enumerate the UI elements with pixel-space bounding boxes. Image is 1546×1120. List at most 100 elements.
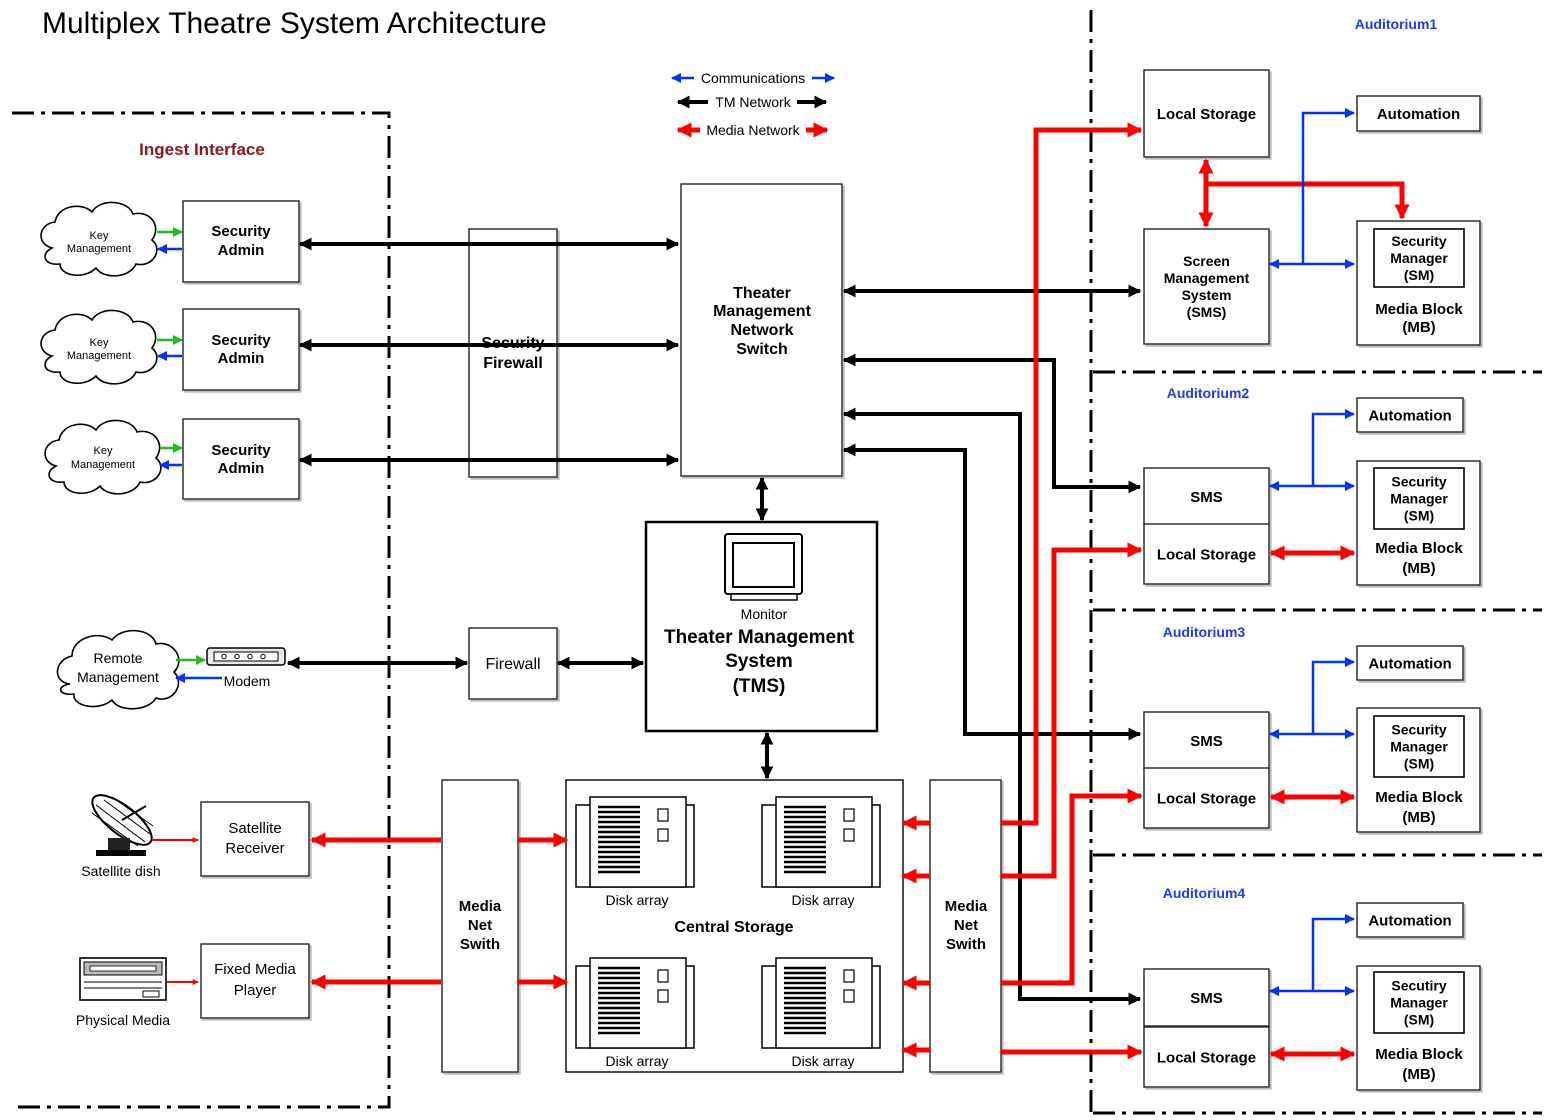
svg-text:Security: Security [211,332,271,349]
auditorium-title-1: Auditorium1 [1355,16,1438,32]
svg-text:Remote: Remote [93,650,142,666]
a3-local-storage: Local Storage [1143,767,1270,829]
svg-text:Net: Net [468,917,492,934]
security-admin-1: Security Admin [182,200,300,283]
svg-text:Firewall: Firewall [483,355,543,372]
disk-array-1: Disk array [575,796,695,908]
svg-text:System: System [725,651,793,672]
key-management-label-2-b: Management [67,350,131,362]
key-management-cloud-1: Key Management [40,201,158,277]
disk-array-label: Disk array [605,1053,668,1069]
a1-automation: Automation [1356,95,1481,132]
svg-text:Local Storage: Local Storage [1157,106,1256,123]
svg-text:(TMS): (TMS) [733,676,786,697]
svg-text:Switch: Switch [736,341,788,358]
tms-box: Monitor Theater Management System (TMS) [644,520,879,733]
a4-automation: Automation [1356,902,1464,938]
media-net-switch-left: Media Net Swith [441,779,519,1073]
svg-text:(MB): (MB) [1402,319,1435,336]
svg-text:SMS: SMS [1190,990,1223,1007]
satellite-dish-icon [91,794,154,856]
svg-text:SMS: SMS [1190,489,1223,506]
svg-text:(MB): (MB) [1402,809,1435,826]
svg-text:Secutiry: Secutiry [1391,977,1446,993]
svg-text:Net: Net [954,917,978,934]
svg-text:(SM): (SM) [1404,755,1434,771]
svg-text:Automation: Automation [1368,655,1451,672]
svg-text:Media Block: Media Block [1375,1046,1463,1063]
svg-text:Manager: Manager [1390,994,1448,1010]
svg-text:(SM): (SM) [1404,267,1434,283]
svg-text:Theater: Theater [733,285,791,302]
svg-text:Manager: Manager [1390,490,1448,506]
svg-text:Automation: Automation [1368,912,1451,929]
svg-text:(SM): (SM) [1404,507,1434,523]
svg-text:Management: Management [713,303,811,320]
communications-links [1269,108,1355,996]
svg-text:Security: Security [1391,721,1446,737]
media-net-switch-right: Media Net Swith [929,779,1002,1073]
svg-text:Security: Security [1391,473,1446,489]
svg-text:Media Block: Media Block [1375,301,1463,318]
svg-text:Admin: Admin [218,460,265,477]
svg-text:Local Storage: Local Storage [1157,790,1256,807]
a2-local-storage: Local Storage [1143,523,1270,585]
svg-text:(MB): (MB) [1402,1066,1435,1083]
key-management-cloud-3: Key Management [44,419,162,495]
monitor-label: Monitor [741,606,788,622]
auditorium-title-4: Auditorium4 [1163,885,1246,901]
a3-automation: Automation [1356,645,1464,681]
a4-local-storage: Local Storage [1143,1026,1270,1088]
svg-text:Firewall: Firewall [485,656,540,673]
tm-network-links [286,237,1142,1006]
satellite-receiver: Satellite Receiver [200,801,310,877]
satellite-dish-label: Satellite dish [81,863,160,879]
svg-text:(SM): (SM) [1404,1011,1434,1027]
svg-text:Swith: Swith [946,936,986,953]
svg-text:Management: Management [77,669,159,685]
svg-text:Management: Management [1164,270,1250,286]
key-management-label-3-b: Management [71,459,135,471]
a4-sms: SMS [1143,968,1270,1027]
svg-text:Security: Security [1391,233,1446,249]
svg-text:System: System [1182,287,1232,303]
ingest-title: Ingest Interface [139,140,265,159]
svg-text:Admin: Admin [218,350,265,367]
legend: Communications TM Network Media Network [671,70,835,138]
key-links [157,227,183,470]
svg-text:Automation: Automation [1368,407,1451,424]
physical-media-label: Physical Media [76,1012,170,1028]
modem-label: Modem [224,673,271,689]
legend-media-network: Media Network [706,122,800,138]
svg-text:Local Storage: Local Storage [1157,546,1256,563]
a1-local-storage: Local Storage [1143,69,1270,158]
svg-text:Media: Media [459,898,502,915]
svg-text:(SMS): (SMS) [1187,304,1227,320]
svg-text:Theater Management: Theater Management [664,627,855,648]
key-management-label-2-a: Key [90,337,109,349]
svg-text:Security: Security [211,223,271,240]
auditorium-title-2: Auditorium2 [1167,385,1250,401]
key-management-label-3-a: Key [94,445,113,457]
physical-media-icon [79,957,167,1001]
disk-array-label: Disk array [791,892,854,908]
svg-text:Satellite: Satellite [228,820,281,837]
svg-text:Manager: Manager [1390,250,1448,266]
media-network-links [310,122,1410,1062]
tm-network-switch: Theater Management Network Switch [680,183,843,477]
svg-text:Local Storage: Local Storage [1157,1049,1256,1066]
svg-text:Receiver: Receiver [225,840,284,857]
svg-text:(MB): (MB) [1402,560,1435,577]
key-management-cloud-2: Key Management [40,309,158,385]
page-title: Multiplex Theatre System Architecture [42,7,547,40]
svg-text:Fixed Media: Fixed Media [214,961,296,978]
a3-sms: SMS [1143,711,1270,770]
svg-text:Media: Media [945,898,988,915]
svg-text:Swith: Swith [460,936,500,953]
